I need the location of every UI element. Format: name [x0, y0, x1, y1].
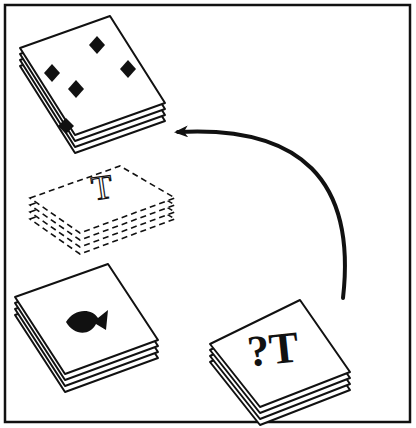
fish-pip: [66, 310, 108, 333]
card-stack-top: [20, 16, 165, 153]
curved-arrow: [178, 131, 345, 298]
card-stack: ?T: [205, 292, 355, 422]
card-label: T: [89, 170, 114, 207]
card-stack-bottom: [15, 264, 158, 392]
diamond-pips: [44, 36, 136, 134]
card-label: ?T: [245, 325, 301, 374]
card-slot: T: [28, 158, 178, 268]
frame: [5, 5, 410, 422]
